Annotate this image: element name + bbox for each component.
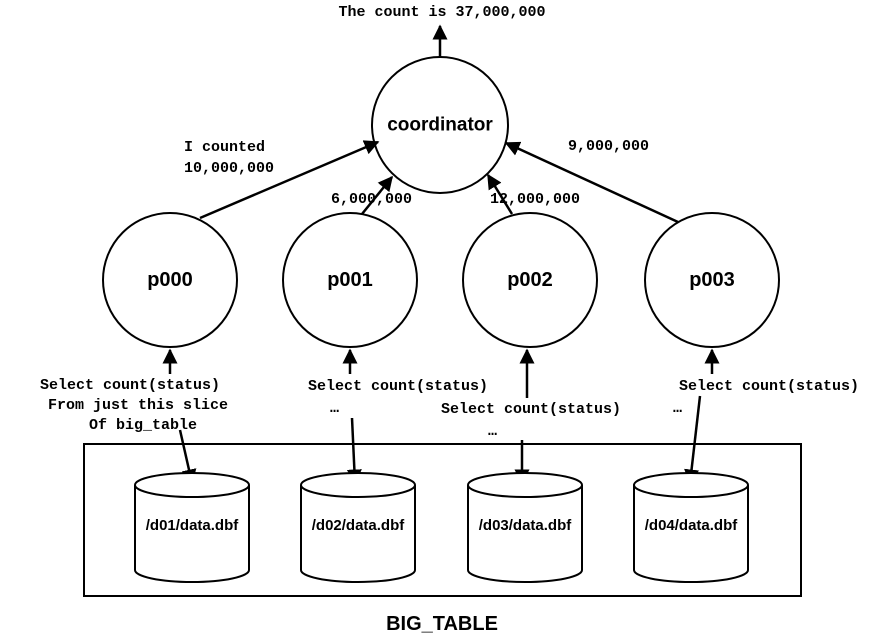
query-text-p000-line3: Of big_table (89, 417, 197, 434)
big-table-label: BIG_TABLE (386, 613, 498, 635)
big-table-box (83, 443, 802, 597)
arrow-query-to-file-d04 (684, 395, 702, 485)
file-label-d01: /d01/data.dbf (146, 517, 240, 534)
query-text-p000-line1: Select count(status) (40, 377, 220, 394)
query-text-p001-line1: Select count(status) (308, 378, 488, 395)
query-text-p003-line2: … (673, 400, 682, 417)
process-label-p003: p003 (689, 269, 735, 291)
file-cylinder-d03: /d03/data.dbf (467, 472, 583, 583)
query-text-p003-line1: Select count(status) (679, 378, 859, 395)
process-node-p002 (462, 212, 598, 348)
process-node-p003 (644, 212, 780, 348)
process-node-p001 (282, 212, 418, 348)
file-label-d04: /d04/data.dbf (645, 517, 739, 534)
arrow-p001-to-coordinator (361, 175, 393, 215)
file-label-d02: /d02/data.dbf (312, 517, 406, 534)
query-text-p002-line1: Select count(status) (441, 401, 621, 418)
query-text-p002-line2: … (488, 423, 497, 440)
query-text-p001-line2: … (330, 400, 339, 417)
arrow-p000-to-coordinator (199, 140, 380, 220)
file-cylinder-d04: /d04/data.dbf (633, 472, 749, 583)
process-label-p001: p001 (327, 269, 373, 291)
count-label-p003: 9,000,000 (568, 138, 649, 155)
file-label-d03: /d03/data.dbf (479, 517, 573, 534)
file-cylinder-d02: /d02/data.dbf (300, 472, 416, 583)
arrow-p002-to-coordinator (486, 173, 514, 215)
count-label-p000-line1: I counted (184, 139, 265, 156)
process-label-p000: p000 (147, 269, 193, 291)
count-label-p000-line2: 10,000,000 (184, 160, 274, 177)
query-text-p000-line2: From just this slice (48, 397, 228, 414)
coordinator-label: coordinator (387, 115, 493, 136)
file-cylinder-d01: /d01/data.dbf (134, 472, 250, 583)
count-label-p001: 6,000,000 (331, 191, 412, 208)
process-label-p002: p002 (507, 269, 553, 291)
count-label-p002: 12,000,000 (490, 191, 580, 208)
coordinator-node (371, 56, 509, 194)
arrow-p003-to-coordinator (504, 141, 679, 224)
process-node-p000 (102, 212, 238, 348)
result-label: The count is 37,000,000 (338, 4, 545, 21)
